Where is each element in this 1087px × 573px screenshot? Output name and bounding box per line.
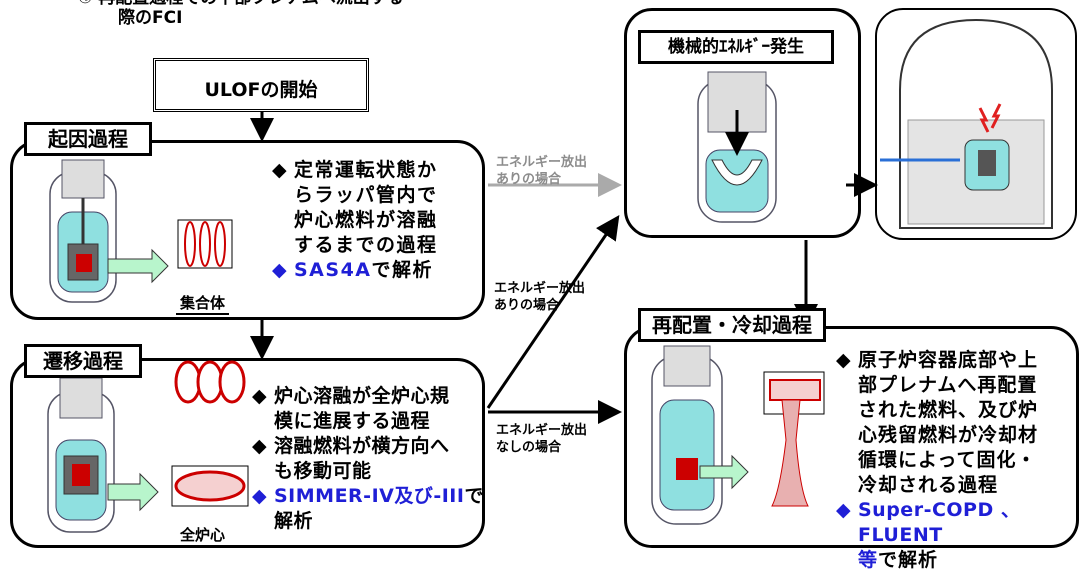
bullet-marker: ◆ <box>272 159 289 181</box>
relocation-analysis-suffix: で解析 <box>878 549 939 571</box>
initiating-line-3: 炉心燃料が溶融 <box>294 209 438 231</box>
transition-b2-line-1: 溶融燃料が横方向へ <box>274 435 450 457</box>
grey-arrow-caption: エネルギー放出 ありの場合 <box>496 154 587 188</box>
zoom-arrow-initiating <box>107 248 169 284</box>
grey-caption-line2: ありの場合 <box>496 172 562 187</box>
relocation-line-2: 部プレナムへ再配置 <box>858 374 1038 396</box>
reactor-vessel-mechanical <box>697 71 777 223</box>
relocation-line-6: 冷却される過程 <box>858 474 999 496</box>
transition-description: ◆ 炉心溶融が全炉心規 模に進展する過程 ◆ 溶融燃料が横方向へ も移動可能 ◆… <box>252 384 484 534</box>
containment-building <box>880 18 1053 229</box>
transition-b1-line-2: 模に進展する過程 <box>274 410 431 432</box>
analysis-bullet-marker: ◆ <box>252 485 268 507</box>
initiating-line-2: らラッパ管内で <box>294 184 438 206</box>
bullet-marker: ◆ <box>252 385 268 407</box>
initiating-phase-tag: 起因過程 <box>24 122 152 156</box>
transition-analysis-suffix: で <box>464 485 484 507</box>
zoom-arrow-transition <box>107 472 159 512</box>
initiating-analysis-suffix: で解析 <box>371 259 434 281</box>
bullet-marker: ◆ <box>252 435 268 457</box>
relocation-line-4: 心残留燃料が冷却材 <box>858 424 1039 446</box>
initiating-line-1: 定常運転状態か <box>294 159 438 181</box>
analysis-bullet-marker: ◆ <box>836 499 852 521</box>
assembly-image <box>177 219 233 269</box>
mechanical-energy-tag: 機械的ｴﾈﾙｷﾞｰ発生 <box>638 30 834 64</box>
zoom-arrow-relocation <box>699 454 749 490</box>
reactor-vessel-relocation <box>651 345 723 525</box>
reactor-vessel-transition <box>47 377 115 533</box>
ulof-start-label: ULOFの開始 <box>204 79 318 101</box>
whole-core-image <box>171 465 249 507</box>
low-caption-line1: エネルギー放出 <box>496 423 588 438</box>
relocation-line-5: 循環によって固化・ <box>858 449 1037 471</box>
relocated-fuel-image <box>763 371 825 507</box>
arrow-transition-to-mechanical <box>486 215 620 409</box>
relocation-phase-tag: 再配置・冷却過程 <box>638 308 826 342</box>
ulof-start-box: ULOFの開始 <box>153 58 369 112</box>
whole-core-label: 全炉心 <box>176 524 230 547</box>
analysis-bullet-marker: ◆ <box>272 259 289 281</box>
initiating-description: ◆ 定常運転状態か らラッパ管内で 炉心燃料が溶融 するまでの過程 ◆ SAS4… <box>272 158 484 283</box>
grey-caption-line1: エネルギー放出 <box>496 155 588 170</box>
relocation-analysis-code: Super-COPD 、 FLUENT <box>858 499 1021 546</box>
transition-analysis-code: SIMMER-IV及び-III <box>274 485 465 507</box>
relocation-analysis-etc: 等 <box>858 549 879 571</box>
molten-assemblies-image <box>174 360 246 404</box>
top-note-line2: 際のFCI <box>118 8 183 28</box>
top-note-line1: ④ 再配置過程での下部プレナムへ流出する <box>78 0 404 8</box>
transition-b2-line-2: も移動可能 <box>274 460 372 482</box>
mid-arrow-caption: エネルギー放出 ありの場合 <box>494 280 585 314</box>
low-arrow-caption: エネルギー放出 なしの場合 <box>496 422 587 456</box>
initiating-line-4: するまでの過程 <box>294 234 438 256</box>
top-note: ④ 再配置過程での下部プレナムへ流出する 際のFCI <box>78 0 404 28</box>
low-caption-line2: なしの場合 <box>496 440 562 455</box>
assembly-label: 集合体 <box>176 292 230 315</box>
diagram-graphics <box>47 18 1053 533</box>
transition-b1-line-1: 炉心溶融が全炉心規 <box>274 385 450 407</box>
bullet-marker: ◆ <box>836 349 852 371</box>
relocation-description: ◆ 原子炉容器底部や上 部プレナムへ再配置 された燃料、及び炉 心残留燃料が冷却… <box>836 348 1076 573</box>
relocation-line-3: された燃料、及び炉 <box>858 399 1039 421</box>
initiating-analysis-code: SAS4A <box>294 259 372 281</box>
reactor-vessel-initiating <box>49 159 117 303</box>
mid-caption-line1: エネルギー放出 <box>494 281 586 296</box>
mid-caption-line2: ありの場合 <box>494 298 560 313</box>
relocation-line-1: 原子炉容器底部や上 <box>858 349 1039 371</box>
transition-phase-tag: 遷移過程 <box>24 344 142 378</box>
transition-analysis-line2: 解析 <box>274 510 314 532</box>
